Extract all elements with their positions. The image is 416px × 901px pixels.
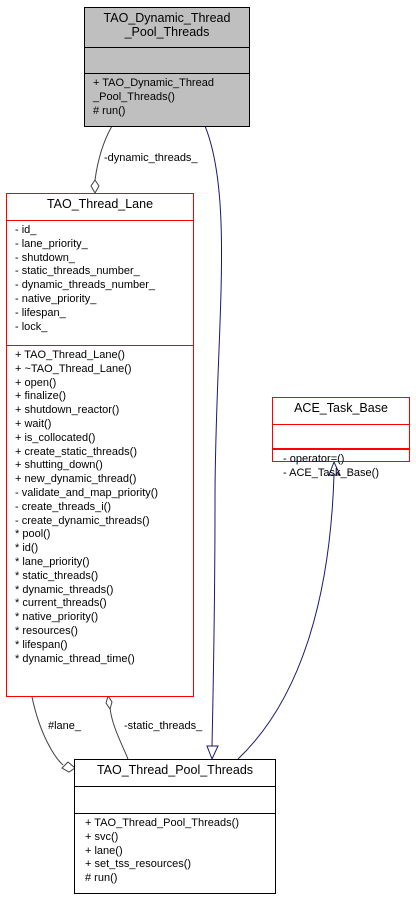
method-item: + set_tss_resources() — [85, 858, 192, 871]
class-methods: + TAO_Dynamic_Thread _Pool_Threads() # r… — [85, 73, 249, 122]
method-item: * static_threads() — [15, 569, 99, 582]
method-item: - create_threads_i() — [15, 500, 111, 513]
class-thread-pool-threads[interactable]: TAO_Thread_Pool_Threads + TAO_Thread_Poo… — [74, 759, 276, 894]
class-title-line: TAO_Thread_Lane — [46, 197, 154, 211]
method-item: * dynamic_threads() — [15, 583, 114, 596]
attribute-item: - dynamic_threads_number_ — [15, 279, 156, 292]
method-item: # run() — [93, 104, 126, 117]
method-item: - ACE_Task_Base() — [283, 466, 379, 479]
method-item: + TAO_Thread_Lane() — [15, 349, 125, 361]
method-item: + is_collocated() — [15, 431, 96, 444]
class-methods: + TAO_Thread_Lane() + ~TAO_Thread_Lane()… — [7, 345, 193, 670]
class-attributes: - id_ - lane_priority_ - shutdown_ - sta… — [7, 220, 193, 345]
method-item: * current_threads() — [15, 597, 107, 610]
method-item: * pool() — [15, 528, 51, 541]
class-attributes-empty — [273, 424, 409, 448]
edge-inherit-task-base — [237, 474, 335, 760]
method-item: - validate_and_map_priority() — [15, 486, 159, 499]
edge-label-static-threads: -static_threads_ — [124, 720, 203, 732]
edge-lane — [31, 696, 64, 766]
class-title: TAO_Dynamic_Thread _Pool_Threads — [85, 8, 249, 47]
attribute-item: - lock_ — [15, 320, 48, 333]
class-title-line: TAO_Dynamic_Thread — [103, 11, 231, 25]
edge-label-dynamic-threads: -dynamic_threads_ — [104, 152, 198, 164]
class-title-line: ACE_Task_Base — [294, 401, 388, 415]
method-item: * resources() — [15, 624, 78, 637]
method-item: * dynamic_thread_time() — [15, 652, 135, 665]
method-item: - create_dynamic_threads() — [15, 514, 150, 527]
diamond-static-threads — [105, 694, 113, 711]
class-title-line: TAO_Thread_Pool_Threads — [96, 763, 254, 777]
arrow-inherit-pool-threads — [206, 745, 219, 761]
method-item: + TAO_Thread_Pool_Threads() — [85, 817, 239, 829]
method-item: # run() — [85, 872, 118, 885]
attribute-item: - id_ — [15, 224, 37, 236]
class-empty-section — [273, 448, 409, 449]
attribute-item: - lane_priority_ — [15, 237, 88, 250]
edge-label-lane: #lane_ — [48, 720, 82, 732]
class-attributes — [75, 786, 275, 813]
attribute-item: - shutdown_ — [15, 251, 75, 264]
method-item: + new_dynamic_thread() — [15, 473, 137, 486]
edge-dynamic-threads — [94, 125, 113, 181]
class-thread-lane[interactable]: TAO_Thread_Lane - id_ - lane_priority_ -… — [6, 193, 194, 697]
method-item: * lane_priority() — [15, 555, 90, 568]
method-item: * lifespan() — [15, 638, 68, 651]
method-item: - operator=() — [283, 453, 345, 465]
diamond-dynamic-threads — [90, 179, 100, 195]
method-item: + create_static_threads() — [15, 445, 137, 458]
method-item: + wait() — [15, 417, 52, 430]
attribute-item: - static_threads_number_ — [15, 265, 140, 278]
method-item: + shutting_down() — [15, 459, 103, 472]
diamond-lane — [61, 761, 76, 773]
class-dynamic-pool-threads[interactable]: TAO_Dynamic_Thread _Pool_Threads + TAO_D… — [84, 7, 250, 127]
method-item: + shutdown_reactor() — [15, 404, 120, 417]
method-item: + finalize() — [15, 390, 67, 403]
class-title-line: _Pool_Threads — [124, 25, 210, 39]
method-item: * id() — [15, 542, 39, 555]
method-item: + TAO_Dynamic_Thread — [93, 77, 214, 89]
method-item: + open() — [15, 376, 57, 389]
edge-static-threads — [109, 707, 129, 760]
method-item: + lane() — [85, 844, 123, 857]
edge-inherit-pool-threads — [204, 125, 223, 747]
class-attributes — [85, 47, 249, 73]
class-ace-task-base[interactable]: ACE_Task_Base - operator=() - ACE_Task_B… — [272, 397, 410, 479]
class-methods: - operator=() - ACE_Task_Base() — [273, 449, 409, 485]
method-item: * native_priority() — [15, 611, 99, 624]
class-title: TAO_Thread_Lane — [7, 194, 193, 220]
method-item: _Pool_Threads() — [93, 90, 175, 103]
class-title: TAO_Thread_Pool_Threads — [75, 760, 275, 786]
method-item: + ~TAO_Thread_Lane() — [15, 362, 132, 375]
class-title: ACE_Task_Base — [273, 398, 409, 424]
attribute-item: - lifespan_ — [15, 306, 66, 319]
attribute-item: - native_priority_ — [15, 292, 97, 305]
arrow-inherit-task-base — [328, 460, 341, 476]
method-item: + svc() — [85, 830, 119, 843]
class-methods: + TAO_Thread_Pool_Threads() + svc() + la… — [75, 813, 275, 890]
